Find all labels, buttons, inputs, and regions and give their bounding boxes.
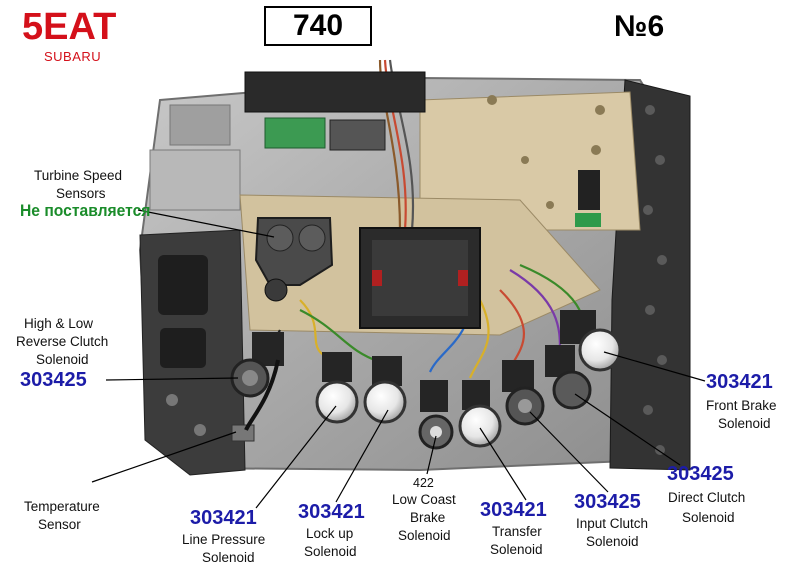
lowcoast-part-code: 422 (413, 476, 434, 490)
variant-number: №6 (614, 10, 665, 43)
temp-title-line2: Sensor (38, 517, 81, 532)
separator-plate-left (139, 229, 246, 476)
small-green-connector (575, 170, 601, 227)
directclutch-part-code: 303425 (667, 463, 734, 485)
central-connector-block (359, 227, 481, 329)
brand-subtitle: SUBARU (44, 49, 102, 64)
temp-title-line1: Temperature (24, 499, 100, 514)
inputclutch-title-line2: Solenoid (586, 534, 639, 549)
solenoid-lock-up (363, 356, 407, 424)
lowcoast-title-line1: Low Coast (392, 492, 456, 507)
lockup-title-line2: Solenoid (304, 544, 357, 559)
linepressure-title-line1: Line Pressure (182, 532, 266, 547)
turbine-speed-sensors (254, 217, 334, 302)
solenoid-input-clutch (502, 360, 545, 426)
transfer-part-code: 303421 (480, 499, 547, 521)
inputclutch-title-line1: Input Clutch (576, 516, 649, 531)
highlow-title-line2: Reverse Clutch (16, 334, 109, 349)
lowcoast-title-line2: Brake (410, 510, 446, 525)
turbine-title-line2: Sensors (56, 186, 106, 201)
turbine-title-line1: Turbine Speed (34, 168, 123, 183)
linepressure-title-line2: Solenoid (202, 550, 255, 565)
highlow-title-line3: Solenoid (36, 352, 89, 367)
frontbrake-part-code: 303421 (706, 371, 773, 393)
solenoid-direct-clutch (545, 345, 592, 410)
inputclutch-part-code: 303425 (574, 491, 641, 513)
lowcoast-title-line3: Solenoid (398, 528, 451, 543)
highlow-title-line1: High & Low (24, 316, 94, 331)
directclutch-title-line2: Solenoid (682, 510, 735, 525)
transfer-title-line2: Solenoid (490, 542, 543, 557)
transfer-title-line1: Transfer (492, 524, 542, 539)
directclutch-title-line1: Direct Clutch (668, 490, 746, 505)
solenoid-low-coast (418, 380, 454, 450)
lockup-part-code: 303421 (298, 501, 365, 523)
frontbrake-title-line1: Front Brake (706, 398, 777, 413)
top-connector (244, 71, 426, 151)
not-supplied-note: Не поставляется (20, 201, 151, 220)
lockup-title-line1: Lock up (306, 526, 354, 541)
solenoid-transfer (458, 380, 502, 448)
brand-title: 5EAT (22, 6, 117, 48)
linepressure-part-code: 303421 (190, 507, 257, 529)
solenoid-high-low (230, 332, 284, 398)
solenoid-front-brake (560, 310, 622, 372)
frontbrake-title-line2: Solenoid (718, 416, 771, 431)
leader-lines (91, 209, 706, 509)
solenoid-line-pressure (315, 352, 359, 424)
part-number-box: 740 (264, 6, 372, 46)
highlow-part-code: 303425 (20, 369, 87, 391)
